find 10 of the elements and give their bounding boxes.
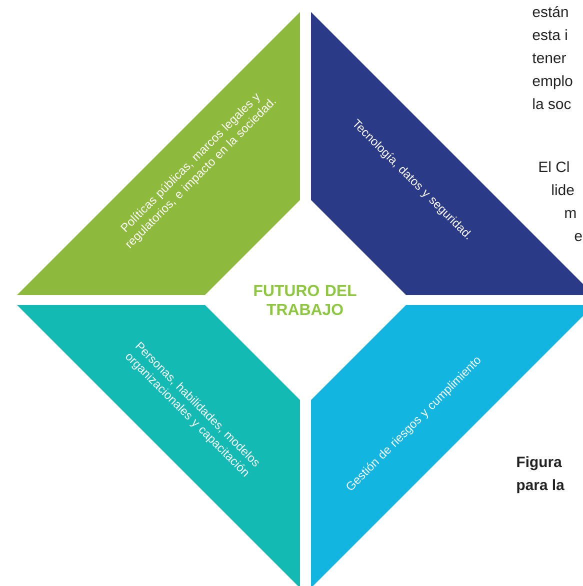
- text-fragment: para la: [517, 479, 564, 494]
- text-fragment: El Cl: [539, 161, 569, 172]
- text-fragment: lide: [552, 184, 574, 196]
- text-fragment: la soc: [533, 98, 571, 110]
- text-fragment: esta i: [532, 29, 567, 40]
- text-fragment: e: [574, 232, 582, 242]
- text-fragment: m: [565, 210, 576, 218]
- text-fragment: Figura: [517, 456, 562, 470]
- text-fragment: emplo: [532, 75, 572, 90]
- text-fragment: tener: [532, 53, 566, 64]
